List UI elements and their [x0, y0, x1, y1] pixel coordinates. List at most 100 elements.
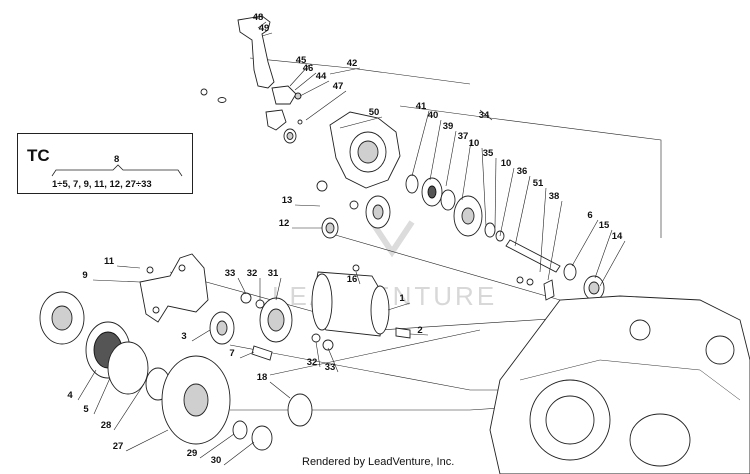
callout-label: 40 — [428, 110, 439, 121]
callout-label: 32 — [307, 357, 318, 368]
callout-label: 14 — [612, 231, 623, 242]
callout-label: 41 — [416, 101, 427, 112]
callout-leader-line — [461, 140, 472, 201]
callout-label: 50 — [369, 107, 380, 118]
callout-leader-line — [594, 229, 613, 279]
callout-label: 6 — [587, 210, 592, 221]
callout-label: 34 — [479, 110, 490, 121]
callout-label: 28 — [101, 420, 112, 431]
callout-label: 12 — [279, 218, 290, 229]
callout-leader-line — [269, 381, 291, 399]
callout-leader-line — [409, 333, 429, 336]
callout-label: 36 — [517, 166, 528, 177]
callout-label: 1 — [399, 293, 405, 304]
callout-leader-line — [294, 72, 317, 91]
callout-leader-line — [355, 271, 361, 285]
callout-label: 39 — [443, 121, 454, 132]
callout-label: 11 — [104, 256, 115, 267]
callout-leader-line — [305, 90, 347, 121]
callout-leader-line — [199, 433, 235, 459]
callout-label: 15 — [599, 220, 610, 231]
legend-box: TC 8 1÷5, 7, 9, 11, 12, 27÷33 — [17, 133, 193, 194]
callout-leader-line — [275, 277, 282, 301]
callout-leader-line — [481, 147, 487, 227]
callout-label: 51 — [533, 178, 544, 189]
callout-leader-line — [77, 369, 97, 401]
callout-label: 33 — [225, 268, 236, 279]
callout-leader-line — [387, 302, 411, 311]
legend-range: 1÷5, 7, 9, 11, 12, 27÷33 — [52, 179, 152, 190]
callout-leader-line — [315, 341, 321, 368]
legend-brace — [51, 164, 183, 177]
callout-label: 7 — [229, 348, 234, 359]
callout-label: 16 — [347, 274, 358, 285]
callout-leader-line — [92, 279, 141, 283]
callout-label: 2 — [417, 325, 422, 336]
callout-leader-line — [299, 80, 330, 97]
bush-ring-part — [232, 393, 313, 451]
flywheel-gear-part — [39, 291, 231, 445]
mounting-bracket-part — [139, 253, 209, 323]
callout-leader-line — [539, 187, 547, 273]
callout-label: 13 — [282, 195, 293, 206]
crankcase-part — [489, 295, 750, 474]
callout-leader-line — [237, 277, 247, 295]
callout-leader-line — [294, 204, 321, 207]
callout-leader-line — [113, 383, 145, 431]
callout-label: 42 — [347, 58, 358, 69]
callout-label: 32 — [247, 268, 258, 279]
callout-leader-line — [599, 240, 626, 287]
callout-leader-line — [329, 67, 361, 75]
callout-leader-line — [191, 329, 211, 342]
callout-label: 37 — [458, 131, 469, 142]
callout-leader-line — [445, 130, 457, 187]
legend-group-number: 8 — [114, 154, 120, 165]
callout-leader-line — [289, 64, 310, 87]
callout-leader-line — [257, 21, 267, 29]
footer-credit: Rendered by LeadVenture, Inc. — [302, 456, 455, 468]
callout-label: 47 — [333, 81, 344, 92]
callout-label: 9 — [82, 270, 87, 281]
callout-leader-line — [223, 441, 255, 466]
small-gear-part — [209, 311, 273, 361]
callout-leader-line — [494, 157, 497, 229]
cover-plate-part — [329, 111, 401, 189]
callout-leader-line — [93, 377, 111, 415]
callout-leader-line — [261, 32, 273, 37]
callout-label: 35 — [483, 148, 494, 159]
callout-label: 10 — [501, 158, 512, 169]
callout-leader-line — [547, 200, 563, 281]
callout-leader-line — [125, 429, 169, 452]
callout-leader-line — [327, 347, 339, 373]
kick-lever-part — [200, 15, 303, 144]
callout-label: 45 — [296, 55, 307, 66]
callout-labels: 4849454644424750414039371035341036513861… — [67, 12, 626, 466]
callout-leader-line — [571, 219, 599, 267]
callout-label: 31 — [268, 268, 279, 279]
callout-leader-line — [411, 110, 430, 177]
callout-leader-line — [479, 109, 493, 121]
callout-label: 29 — [187, 448, 198, 459]
callout-label: 30 — [211, 455, 222, 466]
callout-label: 10 — [469, 138, 480, 149]
callout-leader-line — [116, 265, 141, 269]
callout-label: 49 — [259, 23, 270, 34]
gear-assembly-part — [316, 174, 605, 301]
callout-leader-line — [429, 119, 442, 181]
callout-label: 18 — [257, 372, 268, 383]
callout-label: 27 — [113, 441, 124, 452]
callout-leader-line — [499, 167, 515, 237]
callout-label: 44 — [316, 71, 327, 82]
callout-label: 48 — [253, 12, 264, 23]
legend-title: TC — [27, 146, 50, 165]
callout-label: 38 — [549, 191, 560, 202]
callout-label: 4 — [67, 390, 73, 401]
callout-leader-line — [339, 116, 383, 129]
callout-label: 3 — [181, 331, 186, 342]
callout-label: 5 — [83, 404, 89, 415]
callout-label: 33 — [325, 362, 336, 373]
callout-leader-line — [514, 175, 531, 247]
callout-leader-line — [239, 351, 255, 359]
